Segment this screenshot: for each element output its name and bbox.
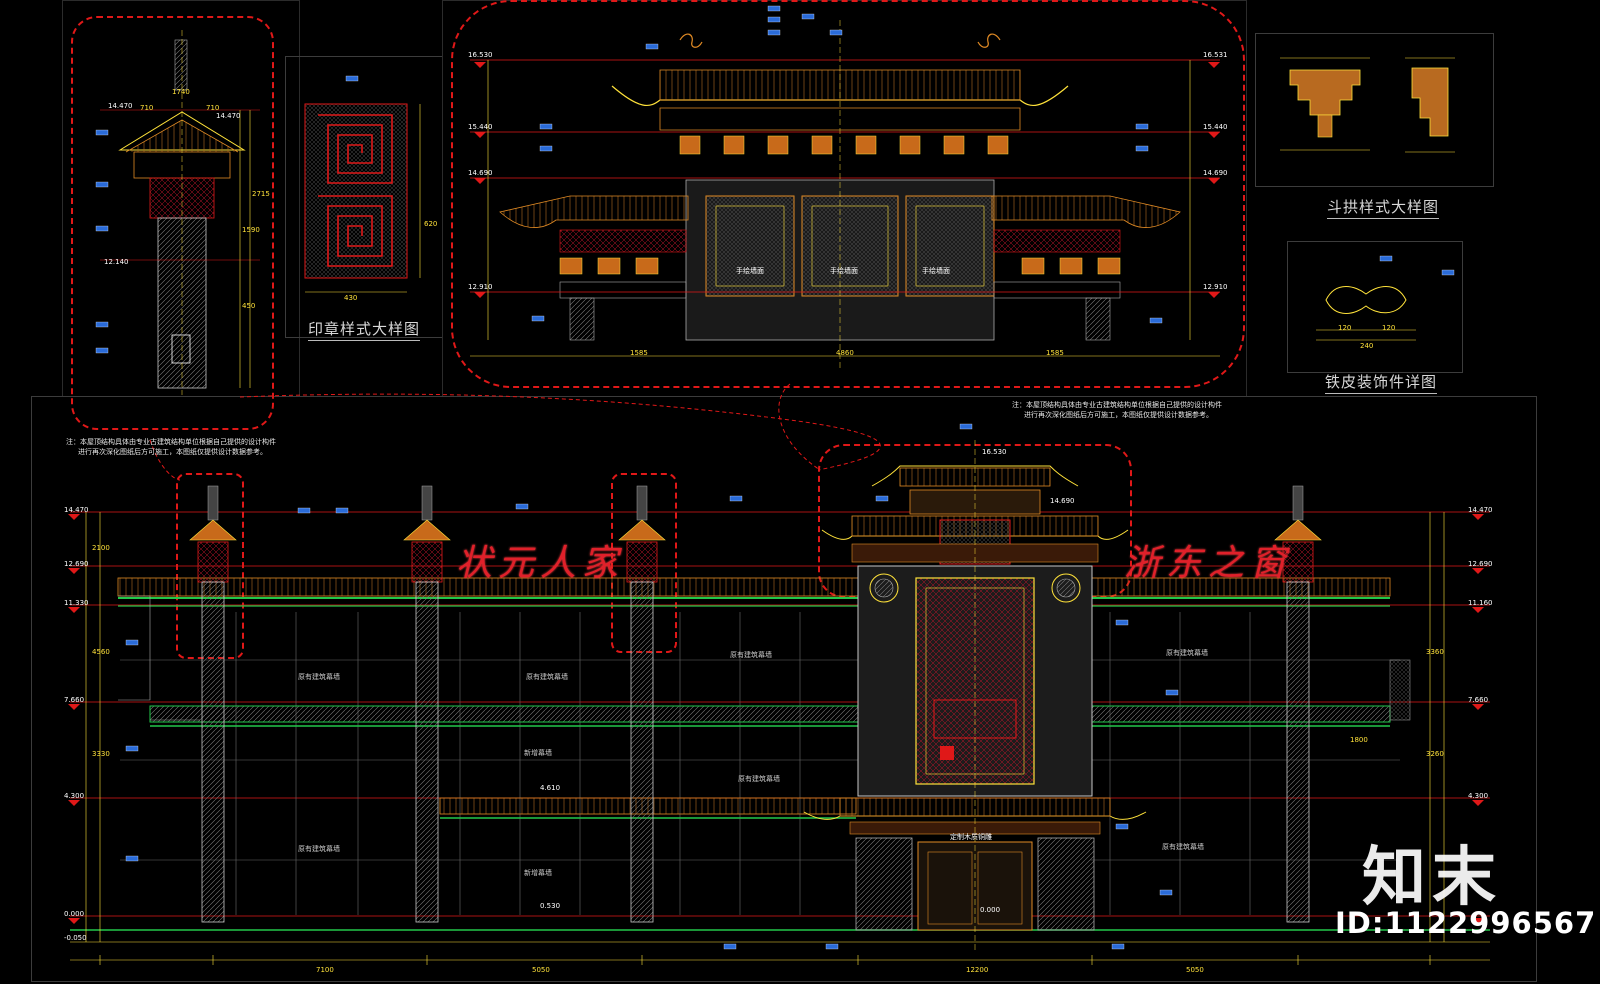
elev-e21: 14.690	[1050, 497, 1075, 505]
gate-panel-label-3: 手绘墙面	[922, 267, 950, 275]
elev-e20: 16.530	[982, 448, 1007, 456]
gate-door-label: 定制木质铜雕	[950, 833, 992, 841]
signage-right: 浙东之窗	[1124, 543, 1293, 584]
elev-e7: 12.910	[468, 283, 493, 291]
elev-e26: 4.610	[540, 784, 561, 792]
elev-e27: 0.530	[540, 902, 561, 910]
dim-d18: 3360	[1426, 648, 1444, 656]
elev-e8: 12.910	[1203, 283, 1228, 291]
dim-d20: 5050	[532, 966, 550, 974]
dim-d7: 430	[344, 294, 358, 302]
main-elevation-panel	[31, 396, 1537, 982]
wall-label-existing-1: 原有建筑幕墙	[298, 673, 340, 681]
dim-d1: 1740	[172, 88, 190, 96]
watermark-logo: 知末	[1362, 841, 1502, 915]
dim-d12: 240	[1360, 342, 1374, 350]
dim-d10: 4860	[836, 349, 854, 357]
elev-e19: 14.470	[1468, 506, 1493, 514]
gate-panel-label-2: 手绘墙面	[830, 267, 858, 275]
wall-label-existing-3: 原有建筑幕墙	[730, 651, 772, 659]
elev-e10: 14.470	[216, 112, 241, 120]
central-gate	[803, 440, 1147, 950]
iron-detail-panel	[1287, 241, 1463, 373]
dim-d19: 3260	[1426, 750, 1444, 758]
wall-label-existing-6: 原有建筑幕墙	[1166, 649, 1208, 657]
wall-label-new-1: 新增幕墙	[524, 749, 552, 757]
wall-label-existing-4: 原有建筑幕墙	[738, 775, 780, 783]
wall-label-existing-7: 原有建筑幕墙	[1162, 843, 1204, 851]
dim-d14: 120	[1382, 324, 1396, 332]
wall-label-existing-2: 原有建筑幕墙	[526, 673, 568, 681]
gate-note-line-1: 注：本屋顶结构具体由专业古建筑结构单位根据自己提供的设计构件	[1012, 401, 1222, 409]
wall-label-existing-5: 原有建筑幕墙	[298, 845, 340, 853]
dim-d13: 120	[1338, 324, 1352, 332]
dim-d23: 7100	[316, 966, 334, 974]
dim-d6: 450	[242, 302, 256, 310]
watermark-id: ID:1122996567	[1335, 906, 1597, 940]
dim-d2: 710	[140, 104, 154, 112]
elev-e12: 14.470	[64, 506, 89, 514]
dim-d8: 620	[424, 220, 438, 228]
dim-d11: 1585	[1046, 349, 1064, 357]
elev-e18: -0.050	[64, 934, 87, 942]
elev-e11: 12.140	[104, 258, 129, 266]
elev-e13: 12.690	[64, 560, 89, 568]
elevation-markers	[68, 62, 1484, 924]
annotation-tags	[95, 5, 1455, 950]
bracket-detail-title: 斗拱样式大样图	[1327, 196, 1440, 219]
elev-e17: 0.000	[64, 910, 85, 918]
bracket-detail-panel	[1255, 33, 1494, 187]
iron-detail-drawing	[1316, 286, 1416, 341]
columns	[189, 485, 1322, 923]
elev-e5: 14.690	[468, 169, 493, 177]
main-elevation-drawing	[70, 440, 1490, 965]
dim-d15: 2100	[92, 544, 110, 552]
gate-detail-drawing	[470, 20, 1220, 370]
wall-note-line-2: 进行再次深化图纸后方可施工，本图纸仅提供设计数据参考。	[78, 448, 267, 456]
elev-e23: 11.160	[1468, 599, 1493, 607]
callout-column-detail	[71, 16, 274, 430]
seal-detail-drawing	[304, 103, 421, 293]
dim-d3: 710	[206, 104, 220, 112]
elev-e4: 15.440	[1203, 123, 1228, 131]
elev-e22: 12.690	[1468, 560, 1493, 568]
wall-label-new-2: 新增幕墙	[524, 869, 552, 877]
dim-d5: 1590	[242, 226, 260, 234]
elev-e1: 16.530	[468, 51, 493, 59]
elev-e9: 14.470	[108, 102, 133, 110]
gate-note-line-2: 进行再次深化图纸后方可施工，本图纸仅提供设计数据参考。	[1024, 411, 1213, 419]
callout-gate-detail	[451, 0, 1245, 388]
iron-detail-title: 铁皮装饰件详图	[1325, 371, 1438, 394]
gate-panel-label-1: 手绘墙面	[736, 267, 764, 275]
elev-e2: 16.531	[1203, 51, 1228, 59]
wall-note-line-1: 注：本屋顶结构具体由专业古建筑结构单位根据自己提供的设计构件	[66, 438, 276, 446]
seal-detail-title: 印章样式大样图	[308, 318, 421, 341]
elev-e28: 0.000	[980, 906, 1001, 914]
dim-d17: 3330	[92, 750, 110, 758]
elev-e25: 4.300	[1468, 792, 1489, 800]
elev-e6: 14.690	[1203, 169, 1228, 177]
elev-e24: 7.660	[1468, 696, 1489, 704]
bracket-detail-drawing	[1280, 57, 1455, 153]
dim-d9: 1585	[630, 349, 648, 357]
dim-d22: 5050	[1186, 966, 1204, 974]
dim-d24: 1800	[1350, 736, 1368, 744]
elev-e15: 7.660	[64, 696, 85, 704]
elev-e14: 11.330	[64, 599, 89, 607]
dim-d16: 4560	[92, 648, 110, 656]
signage-left: 状元人家	[456, 543, 625, 584]
dim-d21: 12200	[966, 966, 989, 974]
column-detail-drawing	[100, 30, 260, 395]
dim-d4: 2715	[252, 190, 270, 198]
elev-e3: 15.440	[468, 123, 493, 131]
elev-e16: 4.300	[64, 792, 85, 800]
